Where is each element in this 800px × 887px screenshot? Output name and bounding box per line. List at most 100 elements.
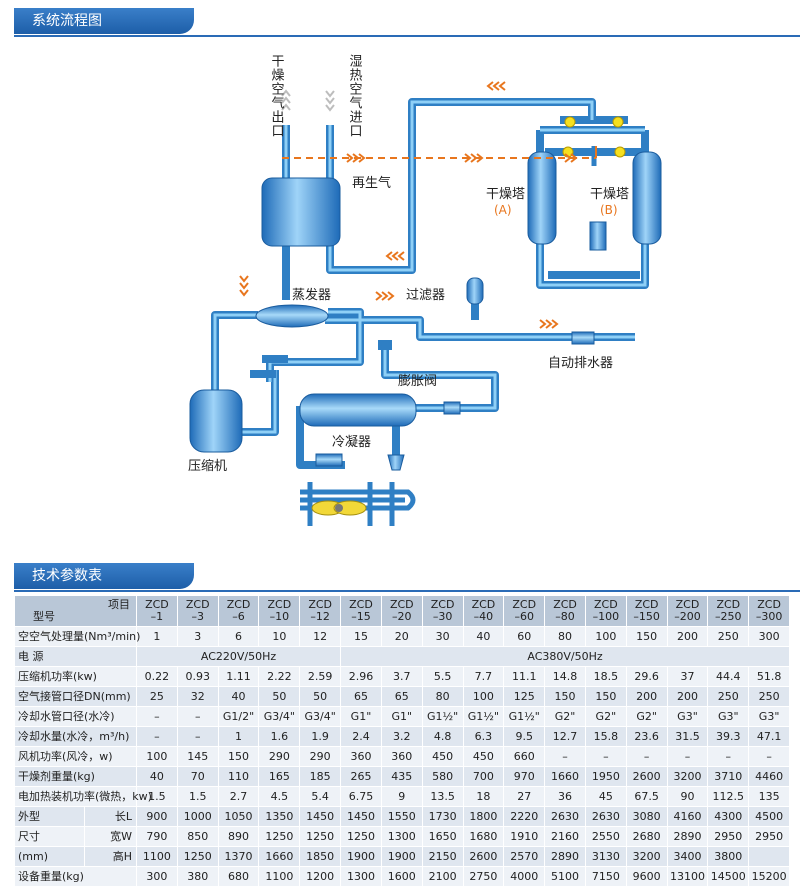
table-cell: 36 [544,786,586,807]
table-cell: 2890 [544,846,586,867]
table-cell: 2150 [421,846,464,867]
model-header: ZCD–200 [666,595,709,627]
table-cell: 1300 [340,866,382,887]
table-cell: 112.5 [707,786,750,807]
dims-group-label: (mm) [14,846,85,867]
model-header: ZCD–30 [421,595,464,627]
table-cell: 435 [380,766,423,787]
table-cell: 850 [176,826,219,847]
table-cell: – [136,706,178,727]
table-cell: 1050 [217,806,260,827]
table-cell: G1½" [421,706,464,727]
table-cell: 10 [258,626,301,647]
table-cell: 5.4 [299,786,342,807]
table-cell: 40 [136,766,178,787]
table-cell: 1.5 [136,786,178,807]
table-cell: 32 [176,686,219,707]
flow-arrows [239,81,578,329]
table-cell: 135 [748,786,790,807]
table-cell: 2160 [544,826,586,847]
table-cell: 2100 [421,866,464,887]
table-cell: 2950 [748,826,790,847]
table-cell: 150 [217,746,260,767]
table-cell: 70 [176,766,219,787]
table-cell: 2.7 [217,786,260,807]
table-cell: 14500 [707,866,750,887]
model-header: ZCD–10 [258,595,301,627]
table-cell: 47.1 [748,726,790,747]
model-header: ZCD–6 [217,595,260,627]
table-cell: 80 [544,626,586,647]
table-cell: 250 [707,686,750,707]
table-cell: 100 [462,686,505,707]
outlet-label: 干燥空气出口 [269,54,285,138]
table-cell: 90 [666,786,709,807]
condenser-fan [300,482,416,526]
table-cell: 265 [340,766,382,787]
table-cell: 1300 [380,826,423,847]
table-cell: 25 [136,686,178,707]
table-cell: 2.59 [299,666,342,687]
table-cell: 1000 [176,806,219,827]
table-cell: 3 [176,626,219,647]
table-cell: 360 [380,746,423,767]
table-cell: 2220 [503,806,546,827]
table-cell: 200 [625,686,668,707]
table-cell: 15.8 [584,726,627,747]
drain-label: 自动排水器 [548,356,613,371]
table-cell: 1450 [299,806,342,827]
table-cell: 9.5 [503,726,546,747]
table-cell: 3.7 [380,666,423,687]
row-label: 干燥剂重量(kg) [14,766,137,787]
table-cell: 2.4 [340,726,382,747]
heater-unit [589,221,607,251]
table-cell: 250 [748,686,790,707]
table-cell: 2.96 [340,666,382,687]
table-cell: 680 [217,866,260,887]
model-header: ZCD–150 [625,595,668,627]
table-cell: 380 [176,866,219,887]
expansion-valve [378,340,392,350]
table-cell: 1 [136,626,178,647]
flow-section-header: 系统流程图 [14,8,800,37]
model-header: ZCD–40 [462,595,505,627]
table-section-title: 技术参数表 [32,568,102,584]
table-cell: 110 [217,766,260,787]
table-cell: 2950 [707,826,750,847]
flow-section-title: 系统流程图 [32,13,102,29]
model-header: ZCD–3 [176,595,219,627]
table-cell: 900 [136,806,178,827]
row-label: 电 源 [14,646,137,667]
table-cell: 200 [666,626,709,647]
table-cell: 890 [217,826,260,847]
table-cell: 1800 [462,806,505,827]
dims-group-label: 外型 [14,806,85,827]
table-cell: 1250 [258,826,301,847]
table-cell: – [707,746,750,767]
table-cell: 3200 [625,846,668,867]
table-cell: 2890 [666,826,709,847]
table-cell: 15 [340,626,382,647]
table-cell: 660 [503,746,546,767]
table-cell: 450 [421,746,464,767]
filter-label: 过滤器 [406,288,445,303]
model-header: ZCD–300 [748,595,790,627]
table-cell: 150 [544,686,586,707]
table-cell: – [666,746,709,767]
condenser-label: 冷凝器 [332,434,371,450]
table-cell: 4500 [748,806,790,827]
evaporator-vessel [255,304,329,328]
table-cell: 6.3 [462,726,505,747]
power-high-value: AC380V/50Hz [340,646,790,667]
model-header: ZCD–80 [544,595,586,627]
table-cell: 1660 [544,766,586,787]
table-cell: 4000 [503,866,546,887]
table-cell: 4300 [707,806,750,827]
table-cell: 1910 [503,826,546,847]
row-label: 冷却水管口径(水冷) [14,706,137,727]
